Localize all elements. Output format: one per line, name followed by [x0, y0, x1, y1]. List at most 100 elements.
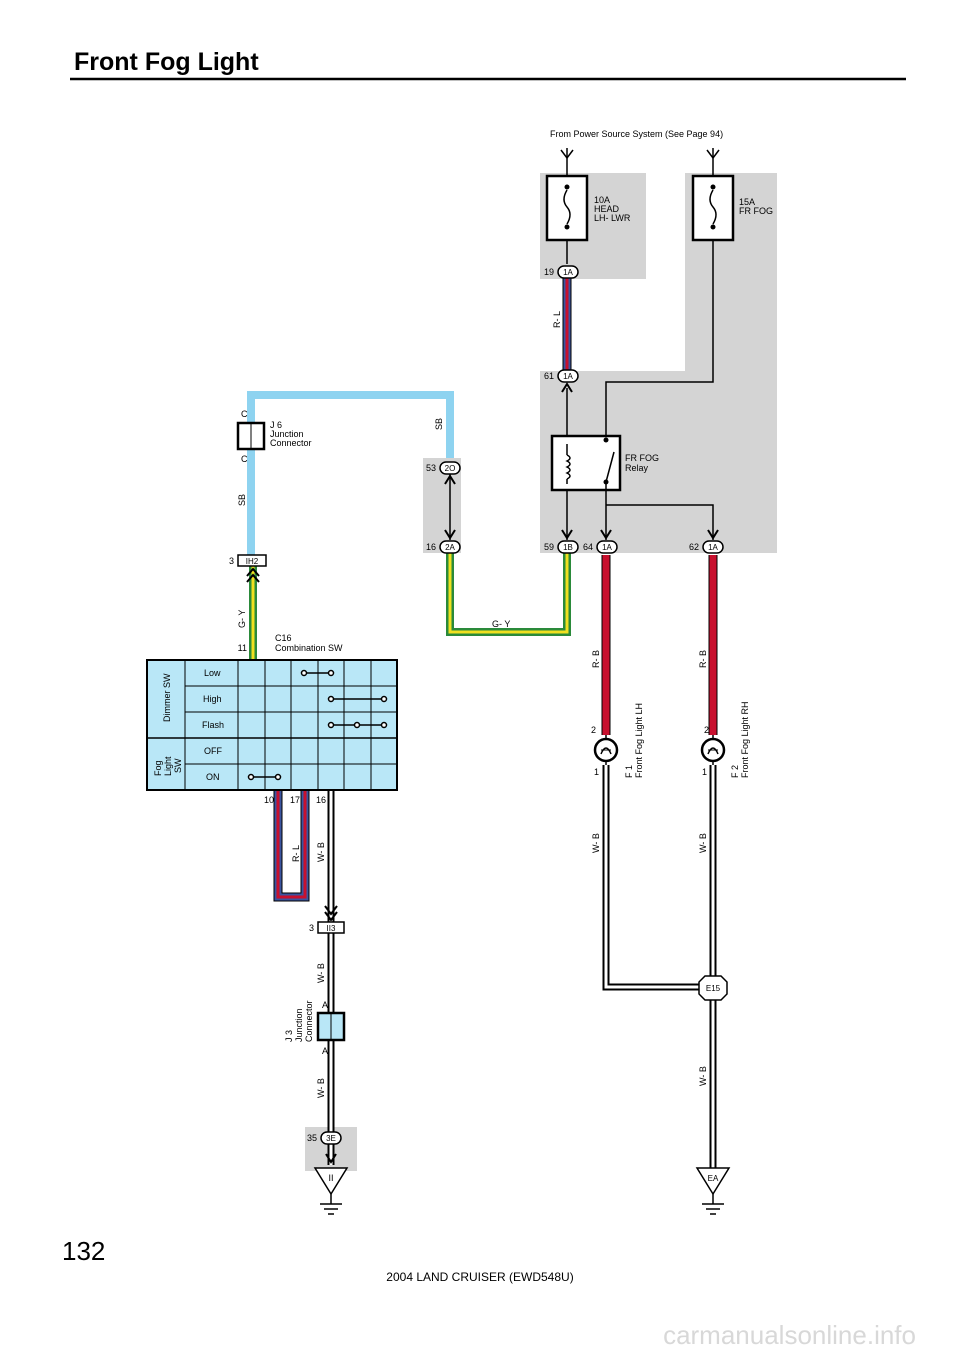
wire-label-w-b-rh: W- B [698, 833, 708, 853]
connector-1b-59: 1B 59 [544, 529, 579, 554]
wire-g-y-right [446, 553, 571, 636]
wire-w-b-lh [602, 765, 700, 991]
j3-pin-bottom: A [322, 1046, 328, 1056]
page-number: 132 [62, 1236, 105, 1266]
svg-text:1A: 1A [708, 543, 718, 552]
rh-name: Front Fog Light RH [740, 701, 750, 778]
svg-text:2O: 2O [445, 464, 456, 473]
j6-line2: Connector [270, 438, 312, 448]
fuse2-amps: 15A [739, 197, 755, 207]
c16-row-on: ON [206, 772, 220, 782]
ground-ea: EA [695, 1167, 731, 1215]
svg-text:35: 35 [307, 1133, 317, 1143]
svg-text:II3: II3 [327, 924, 336, 933]
fr-fog-relay [550, 388, 714, 540]
wire-label-g-y-left: G- Y [237, 610, 247, 628]
svg-text:61: 61 [544, 371, 554, 381]
wire-r-l-loop [273, 790, 310, 902]
wire-label-g-y-bottom: G- Y [492, 619, 510, 629]
wire-label-w-b-1: W- B [316, 842, 326, 862]
svg-text:19: 19 [544, 267, 554, 277]
splice-e15: E15 [698, 975, 728, 1001]
relay-line2: Relay [625, 463, 649, 473]
fog-light-rh [700, 735, 726, 765]
j6-pin-top: C [241, 409, 248, 419]
lh-pin-bottom: 1 [594, 767, 599, 777]
junction-j3 [316, 1011, 346, 1042]
wire-label-w-b-2: W- B [316, 963, 326, 983]
lh-id: F 1 [624, 765, 634, 778]
fog-light-lh [593, 735, 619, 765]
svg-text:53: 53 [426, 463, 436, 473]
connector-ii3-3: II3 3 [309, 905, 345, 934]
page-title: Front Fog Light [74, 48, 259, 76]
c16-pin-16: 16 [316, 795, 326, 805]
j6-id: J 6 [270, 420, 282, 430]
fuse1-line1: HEAD [594, 204, 620, 214]
connector-3e-35: 3E 35 [307, 1131, 342, 1164]
svg-text:1A: 1A [563, 268, 573, 277]
model-footer: 2004 LAND CRUISER (EWD548U) [386, 1270, 573, 1284]
svg-text:1A: 1A [602, 543, 612, 552]
rh-id: F 2 [730, 765, 740, 778]
connector-2o-53: 2O 53 [426, 461, 461, 540]
svg-text:EA: EA [708, 1174, 719, 1183]
wire-label-w-b-3: W- B [316, 1078, 326, 1098]
relay-line1: FR FOG [625, 453, 659, 463]
connector-1a-62: 1A 62 [689, 529, 724, 554]
fuse-10a-head [545, 174, 589, 264]
connector-1a-61: 1A 61 [544, 369, 579, 393]
c16-pin-10: 10 [264, 795, 274, 805]
connector-1a-64: 1A 64 [583, 529, 618, 554]
connector-ih2-3: IH2 3 [229, 554, 267, 583]
c16-pin-17: 17 [290, 795, 300, 805]
svg-text:1B: 1B [563, 543, 573, 552]
j3-pin-top: A [322, 1000, 328, 1010]
combination-switch-c16 [146, 659, 398, 791]
fuse1-amps: 10A [594, 195, 610, 205]
wire-label-w-b-lh: W- B [591, 833, 601, 853]
j3-line1: Junction [294, 1008, 304, 1042]
svg-text:3: 3 [229, 556, 234, 566]
connector-2a-16: 2A 16 [426, 540, 461, 554]
j3-line2: Connector [304, 1000, 314, 1042]
wire-label-r-l-loop: R- L [291, 845, 301, 862]
junction-j6 [236, 421, 266, 451]
wire-label-sb-right: SB [434, 418, 444, 430]
svg-text:16: 16 [426, 542, 436, 552]
connector-1a-19: 1A 19 [544, 265, 579, 279]
svg-text:II: II [328, 1173, 333, 1183]
power-source-label: From Power Source System (See Page 94) [550, 129, 723, 139]
c16-group-fog-1: Fog [153, 760, 163, 776]
fuse2-relay-feed [605, 240, 714, 440]
svg-text:64: 64 [583, 542, 593, 552]
lh-name: Front Fog Light LH [634, 703, 644, 778]
ground-ii: II [313, 1167, 349, 1215]
j6-pin-bottom: C [241, 454, 248, 464]
svg-text:E15: E15 [706, 984, 721, 993]
c16-row-low: Low [204, 668, 221, 678]
fuse1-line2: LH- LWR [594, 213, 631, 223]
c16-row-high: High [203, 694, 222, 704]
c16-name: Combination SW [275, 643, 343, 653]
svg-text:2A: 2A [445, 543, 455, 552]
wire-label-r-b-lh: R- B [591, 650, 601, 668]
fuse-15a-fr-fog [691, 174, 735, 242]
j6-line1: Junction [270, 429, 304, 439]
c16-id: C16 [275, 633, 292, 643]
fuse2-line1: FR FOG [739, 206, 773, 216]
j3-id: J 3 [284, 1030, 294, 1042]
c16-pin-top: 11 [238, 643, 247, 653]
wire-label-w-b-ea: W- B [698, 1066, 708, 1086]
c16-row-off: OFF [204, 746, 222, 756]
watermark-text: carmanualsonline.info [663, 1320, 916, 1350]
svg-text:1A: 1A [563, 372, 573, 381]
wire-label-r-b-rh: R- B [698, 650, 708, 668]
svg-text:3E: 3E [326, 1134, 336, 1143]
wire-label-sb-left: SB [237, 494, 247, 506]
svg-text:IH2: IH2 [246, 557, 259, 566]
svg-text:59: 59 [544, 542, 554, 552]
wire-sb [247, 391, 454, 555]
wire-label-r-l-top: R- L [552, 311, 562, 328]
